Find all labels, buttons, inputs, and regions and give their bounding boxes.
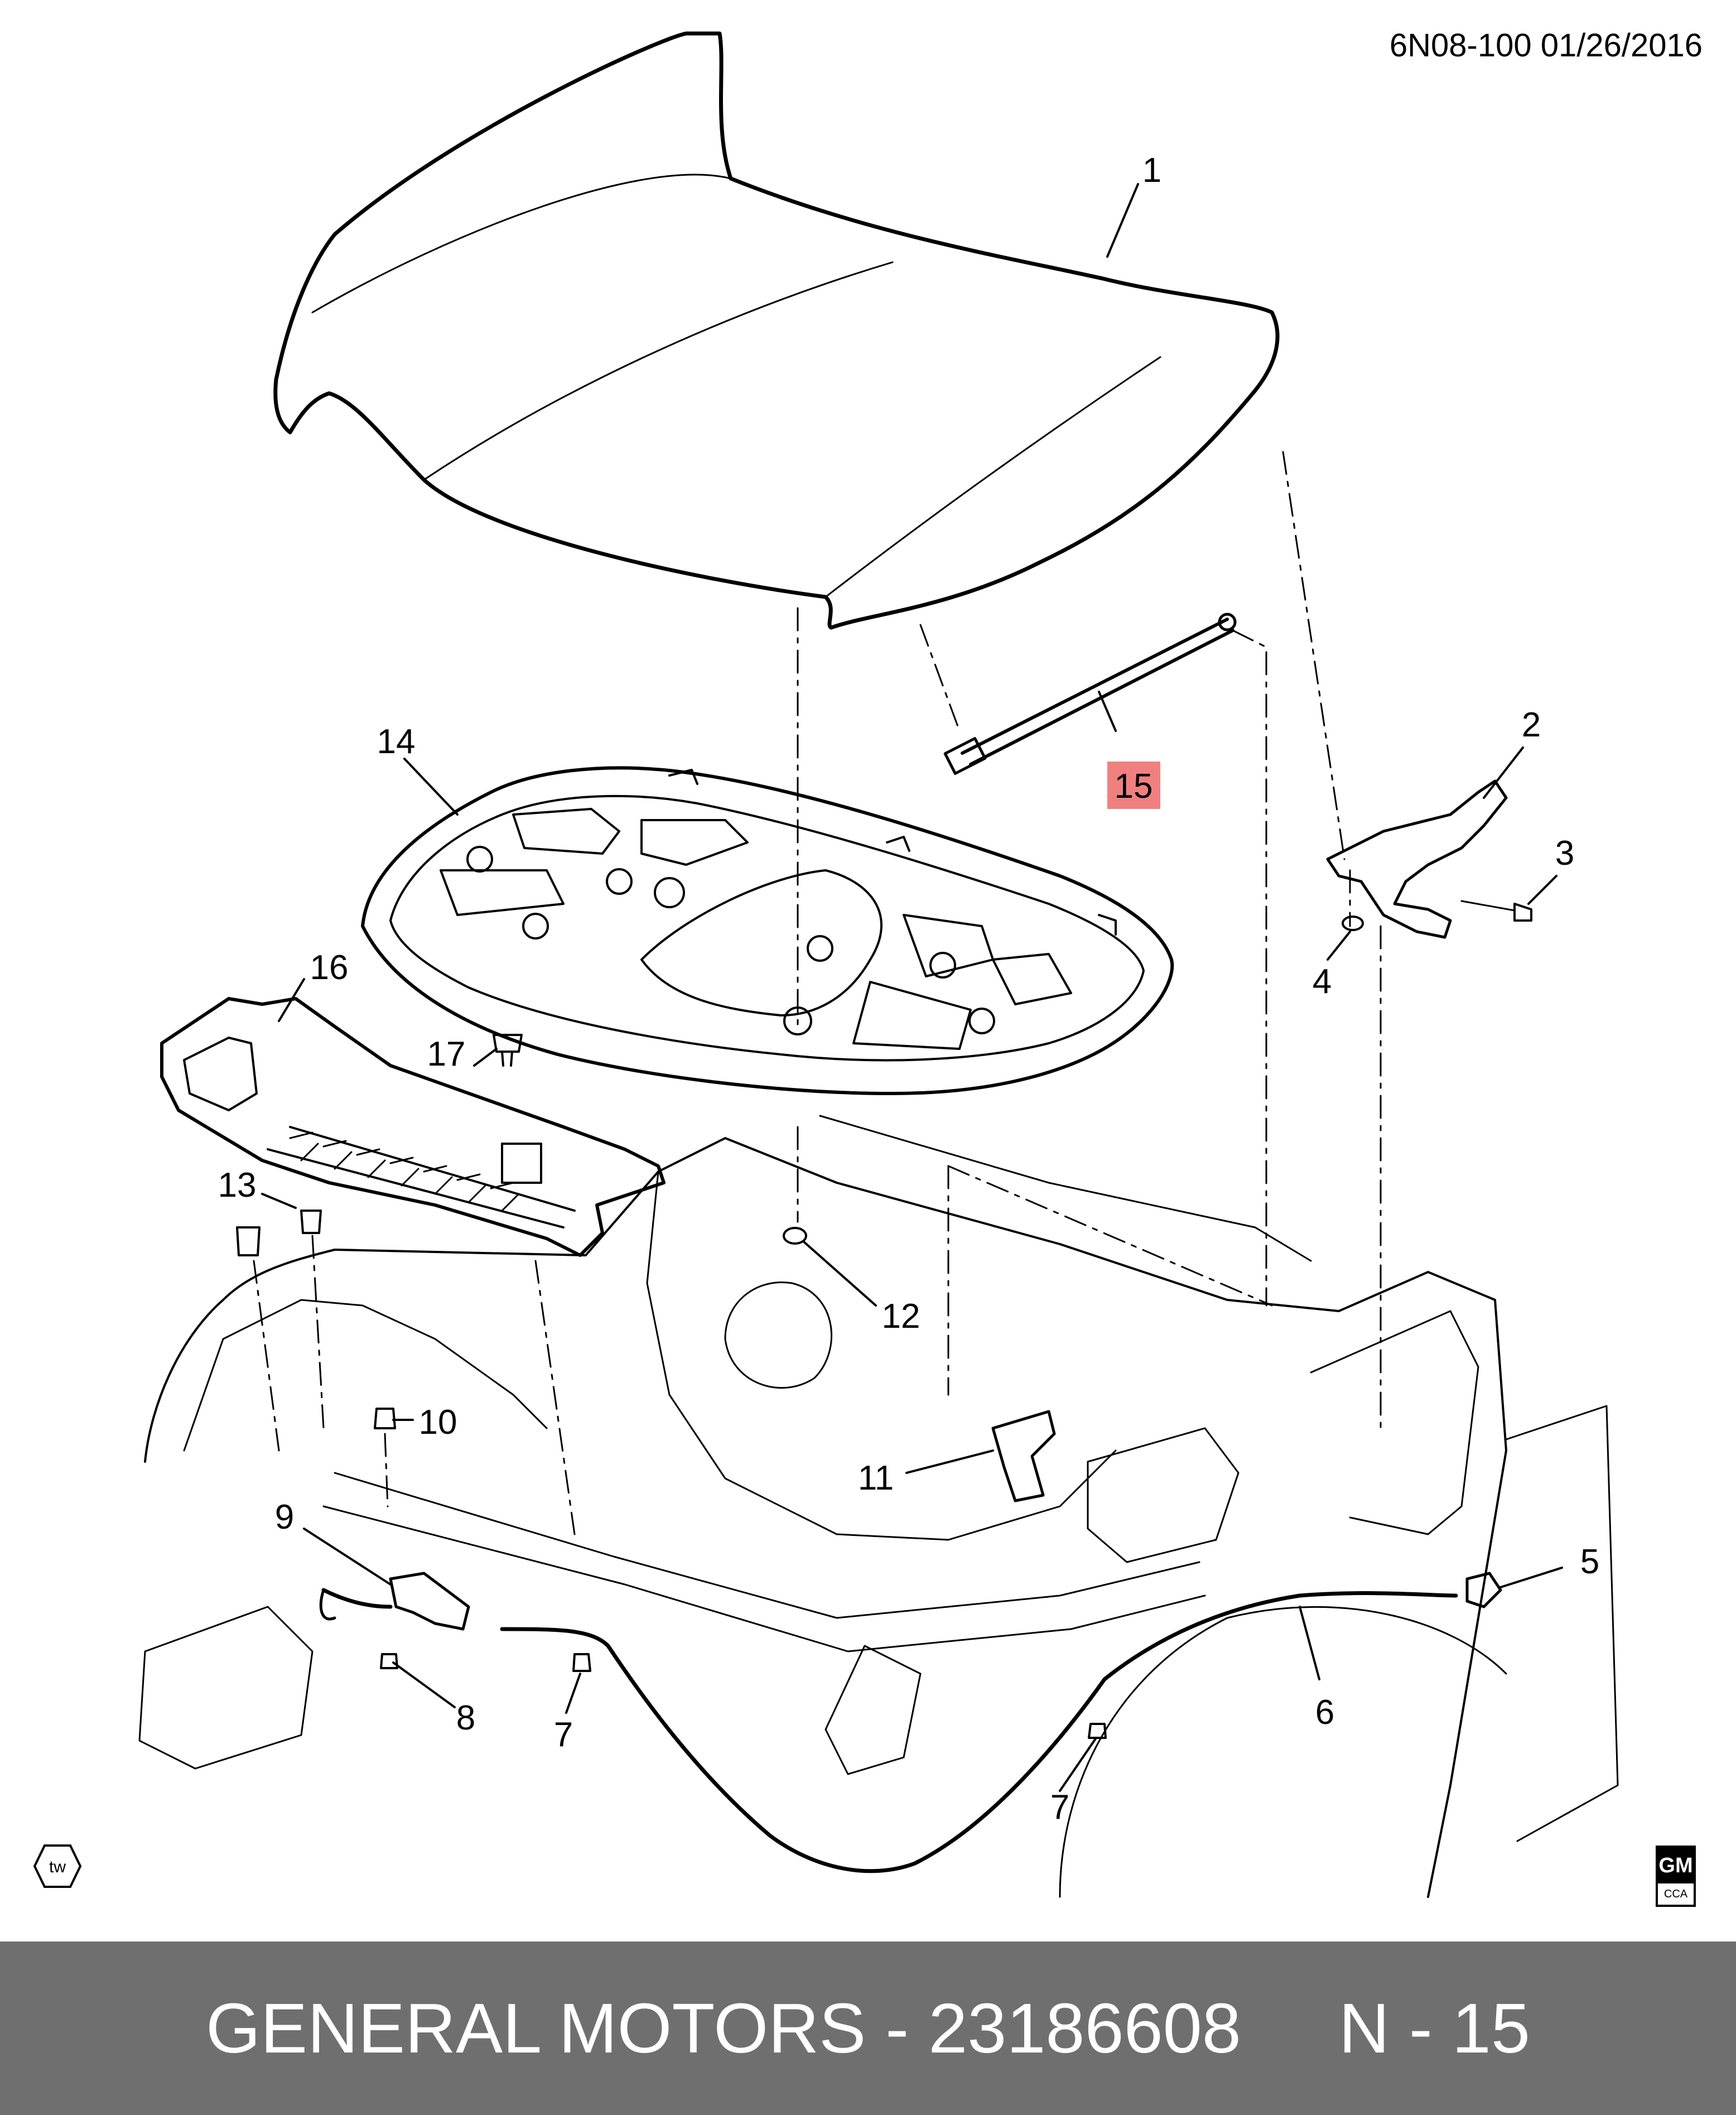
hood-panel — [273, 31, 1280, 630]
callout-1[interactable]: 1 — [1142, 151, 1161, 190]
callout-11[interactable]: 11 — [858, 1459, 894, 1497]
latch-bracket — [991, 1410, 1056, 1502]
hood-bumper — [236, 1210, 322, 1256]
hinge-bolt — [1513, 903, 1532, 922]
callout-16[interactable]: 16 — [310, 948, 349, 987]
tw-badge-icon: tw — [33, 1844, 82, 1888]
release-cable — [321, 1588, 1458, 1873]
latch-bolt — [380, 1653, 398, 1669]
callout-10[interactable]: 10 — [419, 1403, 457, 1442]
exploded-parts-diagram: 1 2 3 4 5 6 7 7 8 9 10 11 12 13 14 15 16… — [138, 31, 1619, 1898]
callout-8[interactable]: 8 — [456, 1699, 475, 1737]
gm-logo-subtext: CCA — [1663, 1888, 1688, 1900]
clip — [493, 1034, 523, 1067]
callout-12[interactable]: 12 — [882, 1297, 920, 1336]
release-handle — [1465, 1572, 1502, 1608]
callout-7-right[interactable]: 7 — [1050, 1788, 1069, 1827]
footer-part-number: GENERAL MOTORS - 23186608 N - 15 — [206, 1989, 1530, 2068]
bumper-stop — [374, 1408, 396, 1429]
washer — [1342, 916, 1364, 931]
callout-13[interactable]: 13 — [218, 1166, 257, 1205]
callout-4[interactable]: 4 — [1313, 962, 1332, 1001]
svg-text:tw: tw — [49, 1858, 66, 1876]
hood-strut — [961, 618, 1235, 766]
cowl-panel — [160, 997, 666, 1257]
callout-3[interactable]: 3 — [1555, 834, 1574, 873]
front-body-structure — [144, 1137, 1507, 1898]
gm-logo: GM CCA — [1656, 1846, 1696, 1907]
callout-2[interactable]: 2 — [1522, 706, 1541, 744]
callout-15[interactable]: 15 — [1115, 767, 1153, 806]
callout-highlight — [1107, 762, 1160, 809]
callout-5[interactable]: 5 — [1580, 1543, 1599, 1581]
gm-logo-text: GM — [1658, 1848, 1694, 1883]
grommet — [783, 1227, 807, 1245]
diagram-reference: 6N08-100 01/26/2016 — [1389, 27, 1703, 64]
hood-latch — [389, 1572, 470, 1631]
callout-9[interactable]: 9 — [275, 1498, 294, 1536]
callout-6[interactable]: 6 — [1315, 1693, 1334, 1732]
cable-clip — [572, 1653, 1107, 1739]
callout-14[interactable]: 14 — [377, 722, 416, 761]
callout-17[interactable]: 17 — [427, 1035, 466, 1073]
hood-insulator — [361, 766, 1174, 1095]
callout-7-left[interactable]: 7 — [554, 1716, 573, 1754]
footer-bar: GENERAL MOTORS - 23186608 N - 15 — [0, 1941, 1736, 2115]
hood-hinge — [1326, 779, 1508, 939]
